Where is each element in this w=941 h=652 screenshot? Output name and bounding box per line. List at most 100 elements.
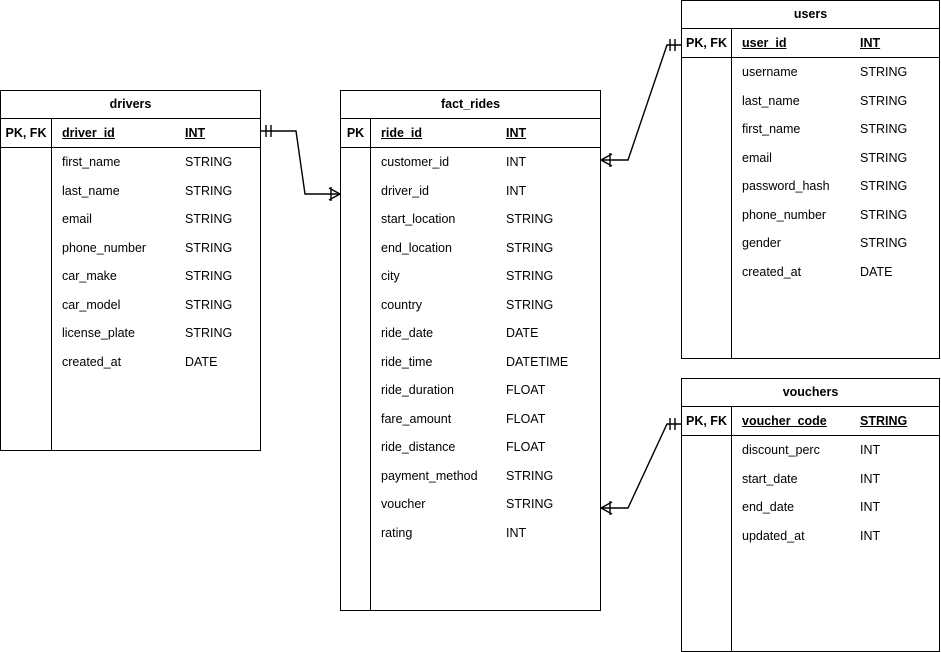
key-column-divider — [51, 119, 52, 450]
field-type: INT — [860, 443, 881, 458]
field-type: DATE — [185, 354, 218, 369]
field-type: STRING — [506, 468, 554, 483]
field-type: STRING — [506, 497, 554, 512]
field-type: INT — [860, 528, 881, 543]
key-label: PK, FK — [686, 36, 727, 50]
field-name: email — [62, 212, 92, 227]
field-name: first_name — [62, 155, 121, 170]
entity-title-users: users — [682, 1, 939, 29]
field-name: phone_number — [742, 207, 827, 222]
relationship-drivers-fact-rides — [261, 125, 341, 201]
field-type: STRING — [860, 122, 908, 137]
entity-row[interactable]: created_at DATE — [682, 258, 939, 287]
field-name: created_at — [742, 264, 802, 279]
field-name: gender — [742, 236, 781, 251]
field-type: INT — [506, 126, 527, 140]
field-name: start_date — [742, 471, 798, 486]
field-name: user_id — [742, 36, 787, 50]
field-type: FLOAT — [506, 383, 546, 398]
entity-row[interactable]: fare_amount FLOAT — [341, 405, 600, 434]
key-column-divider — [731, 407, 732, 651]
field-name: start_location — [381, 212, 456, 227]
entity-row[interactable]: car_make STRING — [1, 262, 260, 291]
field-type: STRING — [860, 150, 908, 165]
entity-row[interactable]: ride_date DATE — [341, 319, 600, 348]
entity-row[interactable]: last_name STRING — [1, 177, 260, 206]
entity-row[interactable]: first_name STRING — [682, 115, 939, 144]
field-name: phone_number — [62, 240, 147, 255]
entity-row[interactable]: ride_time DATETIME — [341, 348, 600, 377]
entity-row[interactable]: last_name STRING — [682, 87, 939, 116]
field-type: INT — [860, 500, 881, 515]
entity-row[interactable]: ride_duration FLOAT — [341, 376, 600, 405]
field-type: FLOAT — [506, 411, 546, 426]
entity-row[interactable]: created_at DATE — [1, 348, 260, 377]
field-type: INT — [185, 126, 206, 140]
field-type: STRING — [860, 207, 908, 222]
entity-row[interactable]: gender STRING — [682, 229, 939, 258]
field-name: city — [381, 269, 400, 284]
field-name: payment_method — [381, 468, 478, 483]
entity-row[interactable]: discount_perc INT — [682, 436, 939, 465]
entity-row[interactable]: city STRING — [341, 262, 600, 291]
field-name: driver_id — [62, 126, 115, 140]
entity-title-drivers: drivers — [1, 91, 260, 119]
entity-row[interactable]: payment_method STRING — [341, 462, 600, 491]
field-name: ride_id — [381, 126, 422, 140]
field-type: DATETIME — [506, 354, 569, 369]
entity-row[interactable]: rating INT — [341, 519, 600, 548]
entity-row[interactable]: first_name STRING — [1, 148, 260, 177]
entity-row[interactable]: country STRING — [341, 291, 600, 320]
field-type: INT — [506, 155, 527, 170]
field-type: STRING — [860, 236, 908, 251]
field-name: username — [742, 65, 798, 80]
entity-users[interactable]: users PK, FK user_id INT username STRING… — [681, 0, 940, 359]
entity-row[interactable]: username STRING — [682, 58, 939, 87]
entity-row[interactable]: start_location STRING — [341, 205, 600, 234]
entity-row[interactable]: car_model STRING — [1, 291, 260, 320]
entity-row-primary-key[interactable]: PK ride_id INT — [341, 119, 600, 148]
entity-body-vouchers: PK, FK voucher_code STRING discount_perc… — [682, 407, 939, 651]
entity-vouchers[interactable]: vouchers PK, FK voucher_code STRING disc… — [681, 378, 940, 652]
field-name: driver_id — [381, 183, 429, 198]
entity-row[interactable]: updated_at INT — [682, 522, 939, 551]
entity-row[interactable]: email STRING — [1, 205, 260, 234]
entity-title-fact-rides: fact_rides — [341, 91, 600, 119]
field-name: created_at — [62, 354, 122, 369]
field-type: STRING — [185, 297, 233, 312]
entity-row[interactable]: phone_number STRING — [682, 201, 939, 230]
entity-row-primary-key[interactable]: PK, FK voucher_code STRING — [682, 407, 939, 436]
field-name: license_plate — [62, 326, 135, 341]
entity-row[interactable]: driver_id INT — [341, 177, 600, 206]
entity-row[interactable]: phone_number STRING — [1, 234, 260, 263]
entity-row[interactable]: voucher STRING — [341, 490, 600, 519]
entity-body-users: PK, FK user_id INT username STRING last_… — [682, 29, 939, 358]
field-name: customer_id — [381, 155, 450, 170]
entity-row[interactable]: end_date INT — [682, 493, 939, 522]
entity-fact-rides[interactable]: fact_rides PK ride_id INT customer_id IN… — [340, 90, 601, 611]
entity-row-primary-key[interactable]: PK, FK driver_id INT — [1, 119, 260, 148]
field-name: end_date — [742, 500, 795, 515]
field-type: STRING — [860, 414, 908, 428]
field-type: STRING — [506, 240, 554, 255]
field-name: email — [742, 150, 772, 165]
entity-row[interactable]: start_date INT — [682, 465, 939, 494]
entity-row[interactable]: customer_id INT — [341, 148, 600, 177]
field-type: STRING — [185, 240, 233, 255]
field-type: STRING — [185, 155, 233, 170]
relationship-fact-rides-vouchers — [600, 418, 681, 515]
field-type: STRING — [185, 326, 233, 341]
entity-row-primary-key[interactable]: PK, FK user_id INT — [682, 29, 939, 58]
field-name: car_model — [62, 297, 121, 312]
entity-title-vouchers: vouchers — [682, 379, 939, 407]
entity-drivers[interactable]: drivers PK, FK driver_id INT first_name … — [0, 90, 261, 451]
entity-row[interactable]: end_location STRING — [341, 234, 600, 263]
entity-row[interactable]: license_plate STRING — [1, 319, 260, 348]
field-name: password_hash — [742, 179, 830, 194]
entity-row[interactable]: email STRING — [682, 144, 939, 173]
field-type: STRING — [860, 179, 908, 194]
field-type: FLOAT — [506, 440, 546, 455]
field-name: voucher — [381, 497, 426, 512]
entity-row[interactable]: password_hash STRING — [682, 172, 939, 201]
entity-row[interactable]: ride_distance FLOAT — [341, 433, 600, 462]
